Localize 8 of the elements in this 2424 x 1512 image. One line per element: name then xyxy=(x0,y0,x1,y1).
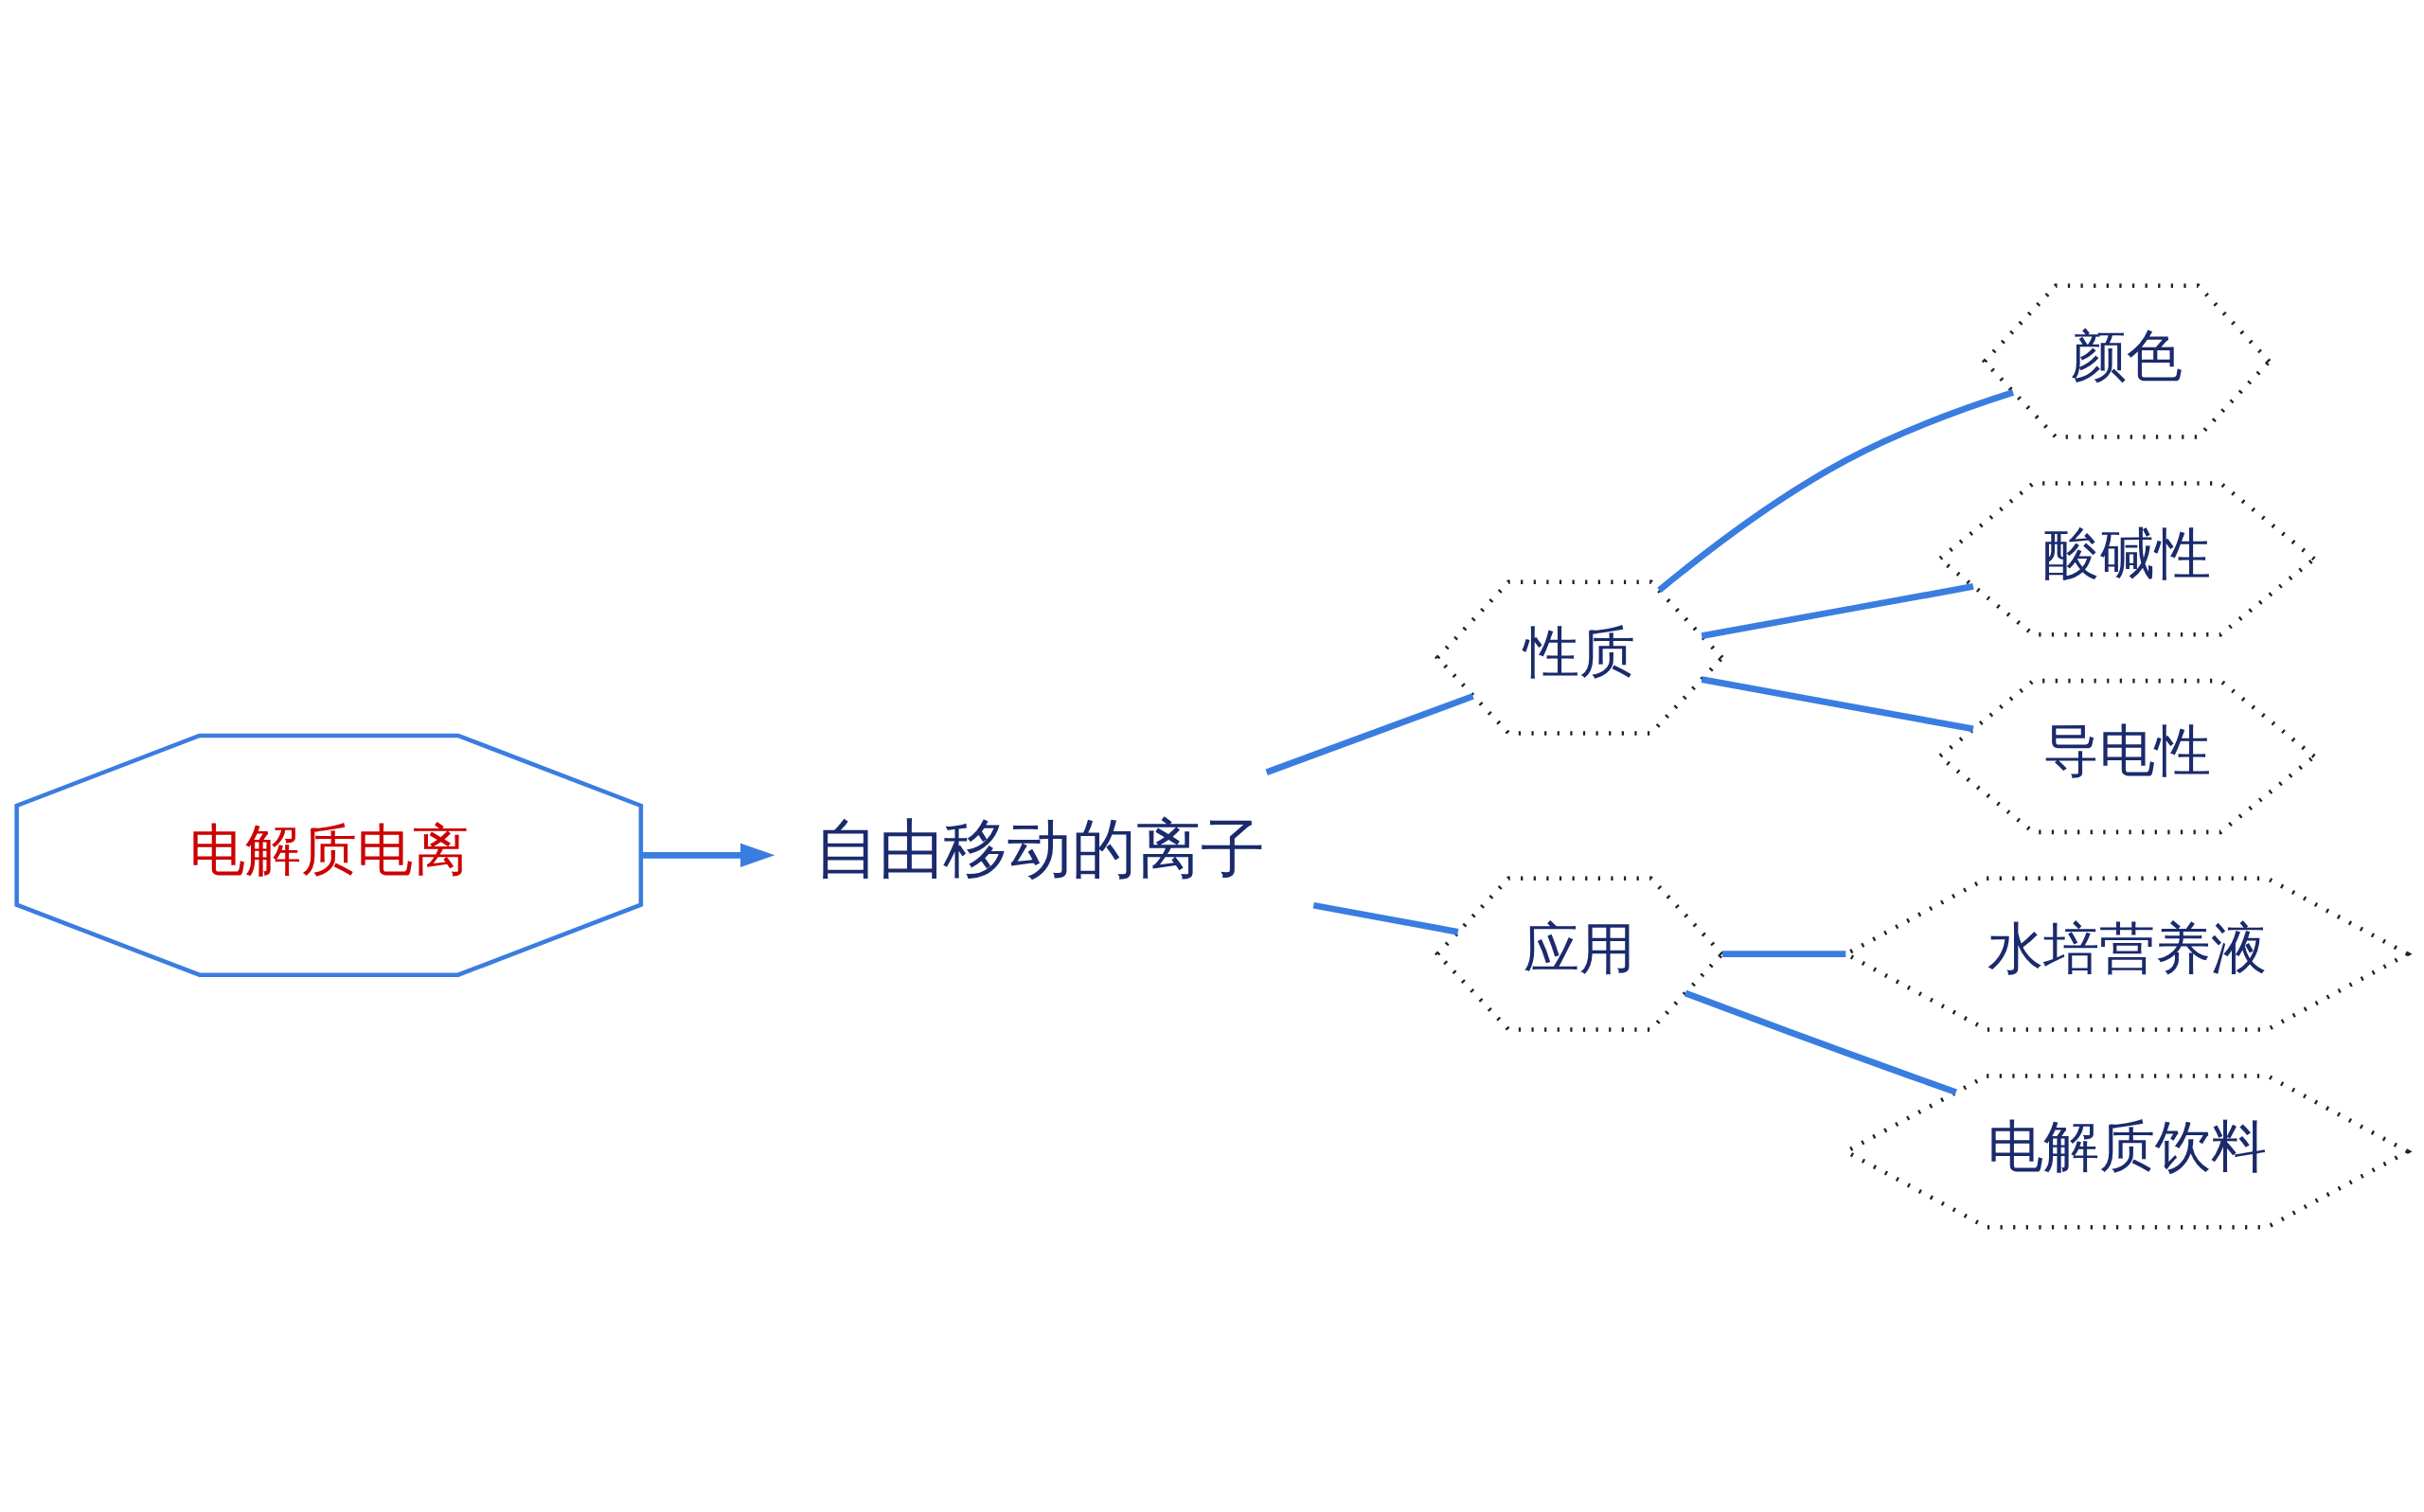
connector xyxy=(1265,692,1474,775)
connector xyxy=(1701,675,1974,732)
connector xyxy=(1312,901,1459,935)
arrow xyxy=(641,843,775,867)
connector xyxy=(1701,582,1974,639)
connector xyxy=(1684,989,1957,1095)
node-text: 自由移动的离子 xyxy=(813,810,1265,886)
connector xyxy=(1657,388,2015,593)
